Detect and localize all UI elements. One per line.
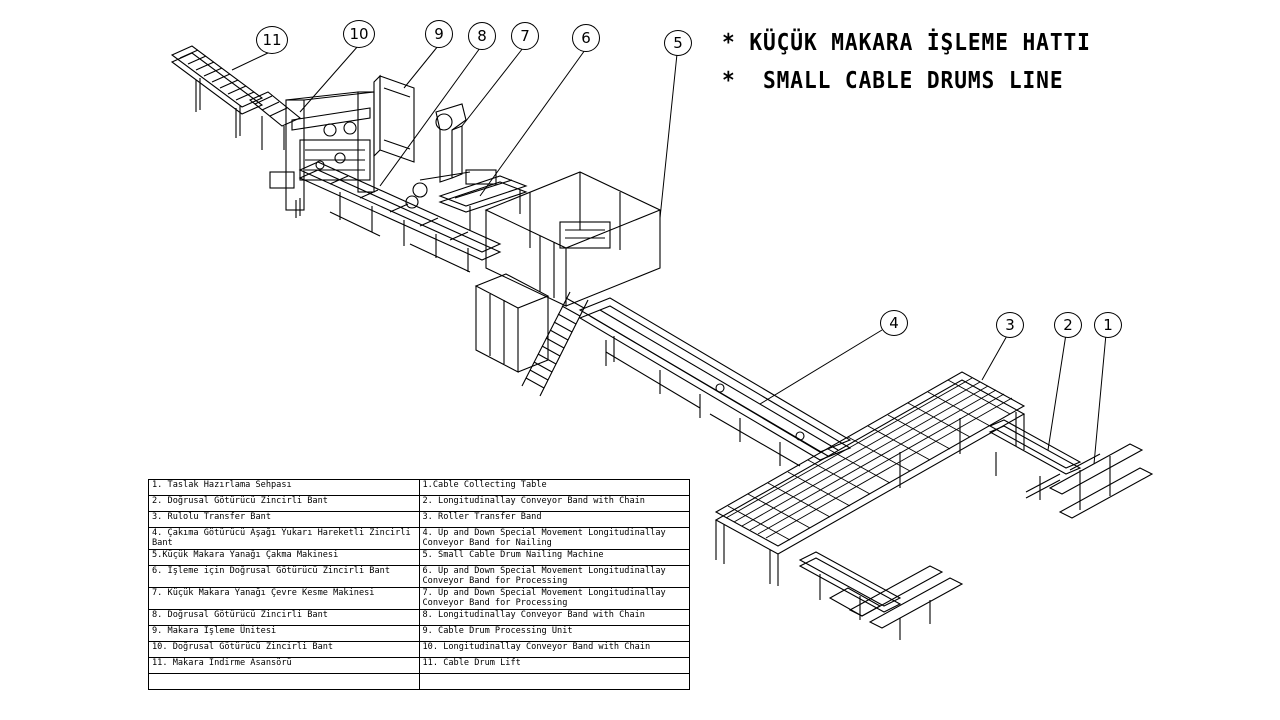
callout-8: 8 bbox=[468, 22, 496, 50]
callout-5: 5 bbox=[664, 30, 692, 56]
legend-cell-turkish: 2. Doğrusal Götürücü Zincirli Bant bbox=[148, 495, 420, 512]
callout-label: 11 bbox=[262, 31, 282, 49]
callout-label: 6 bbox=[581, 29, 591, 47]
legend-cell-english: 8. Longitudinallay Conveyor Band with Ch… bbox=[418, 609, 690, 626]
callout-label: 5 bbox=[673, 34, 683, 52]
callout-9: 9 bbox=[425, 20, 453, 48]
legend-cell-turkish: 9. Makara İşleme Ünitesi bbox=[148, 625, 420, 642]
callout-4: 4 bbox=[880, 310, 908, 336]
legend-cell-english: 4. Up and Down Special Movement Longitud… bbox=[418, 527, 690, 550]
chain-conveyor-2 bbox=[988, 419, 1082, 500]
callout-6: 6 bbox=[572, 24, 600, 52]
legend-row: 6. İşleme için Doğrusal Götürücü Zincirl… bbox=[148, 565, 690, 588]
legend-cell-turkish: 3. Rulolu Transfer Bant bbox=[148, 511, 420, 528]
conveyor-8 bbox=[298, 161, 502, 273]
legend-cell-turkish bbox=[148, 673, 420, 690]
callout-7: 7 bbox=[511, 22, 539, 50]
legend-row bbox=[148, 673, 690, 690]
conveyor-4 bbox=[578, 297, 852, 467]
legend-row: 4. Çakıma Götürücü Aşağı Yukarı Hareketl… bbox=[148, 527, 690, 550]
callout-leaders bbox=[231, 45, 1107, 465]
legend-cell-turkish: 1. Taslak Hazırlama Sehpası bbox=[148, 479, 420, 496]
callout-label: 8 bbox=[477, 27, 487, 45]
legend-cell-english: 5. Small Cable Drum Nailing Machine bbox=[418, 549, 690, 566]
callout-label: 2 bbox=[1063, 316, 1073, 334]
callout-label: 7 bbox=[520, 27, 530, 45]
title-turkish: * KÜÇÜK MAKARA İŞLEME HATTI bbox=[722, 30, 1091, 56]
legend-cell-english: 10. Longitudinallay Conveyor Band with C… bbox=[418, 641, 690, 658]
legend-cell-turkish: 4. Çakıma Götürücü Aşağı Yukarı Hareketl… bbox=[148, 527, 420, 550]
callout-3: 3 bbox=[996, 312, 1024, 338]
legend-cell-english: 3. Roller Transfer Band bbox=[418, 511, 690, 528]
legend-cell-english: 7. Up and Down Special Movement Longitud… bbox=[418, 587, 690, 610]
chain-conveyor-lower bbox=[798, 551, 964, 640]
legend-cell-turkish: 8. Doğrusal Götürücü Zincirli Bant bbox=[148, 609, 420, 626]
legend-cell-turkish: 7. Küçük Makara Yanağı Çevre Kesme Makin… bbox=[148, 587, 420, 610]
callout-label: 10 bbox=[349, 25, 369, 43]
callout-10: 10 bbox=[343, 20, 375, 48]
legend-cell-english bbox=[418, 673, 690, 690]
legend-cell-turkish: 6. İşleme için Doğrusal Götürücü Zincirl… bbox=[148, 565, 420, 588]
callout-label: 1 bbox=[1103, 316, 1113, 334]
callout-1: 1 bbox=[1094, 312, 1122, 338]
legend-cell-turkish: 11. Makara İndirme Asansörü bbox=[148, 657, 420, 674]
nailing-machine-5 bbox=[474, 171, 662, 397]
cable-drum-lift-11 bbox=[170, 45, 302, 150]
legend-cell-english: 2. Longitudinallay Conveyor Band with Ch… bbox=[418, 495, 690, 512]
callout-2: 2 bbox=[1054, 312, 1082, 338]
machinery-drawing bbox=[170, 45, 1154, 640]
callout-label: 9 bbox=[434, 25, 444, 43]
legend-cell-english: 9. Cable Drum Processing Unit bbox=[418, 625, 690, 642]
title-english: * SMALL CABLE DRUMS LINE bbox=[722, 68, 1064, 94]
legend-cell-english: 11. Cable Drum Lift bbox=[418, 657, 690, 674]
legend-cell-turkish: 10. Doğrusal Götürücü Zincirli Bant bbox=[148, 641, 420, 658]
callout-label: 4 bbox=[889, 314, 899, 332]
callout-11: 11 bbox=[256, 26, 288, 54]
legend-cell-english: 1.Cable Collecting Table bbox=[418, 479, 690, 496]
processing-unit-9 bbox=[269, 74, 415, 218]
callout-label: 3 bbox=[1005, 316, 1015, 334]
cutting-machine-7 bbox=[405, 103, 471, 209]
roller-transfer-3 bbox=[714, 371, 1026, 586]
legend-row: 7. Küçük Makara Yanağı Çevre Kesme Makin… bbox=[148, 587, 690, 610]
collecting-table-1 bbox=[1048, 443, 1154, 519]
legend-cell-turkish: 5.Küçük Makara Yanağı Çakma Makinesi bbox=[148, 549, 420, 566]
conveyor-6 bbox=[438, 169, 528, 230]
legend-cell-english: 6. Up and Down Special Movement Longitud… bbox=[418, 565, 690, 588]
